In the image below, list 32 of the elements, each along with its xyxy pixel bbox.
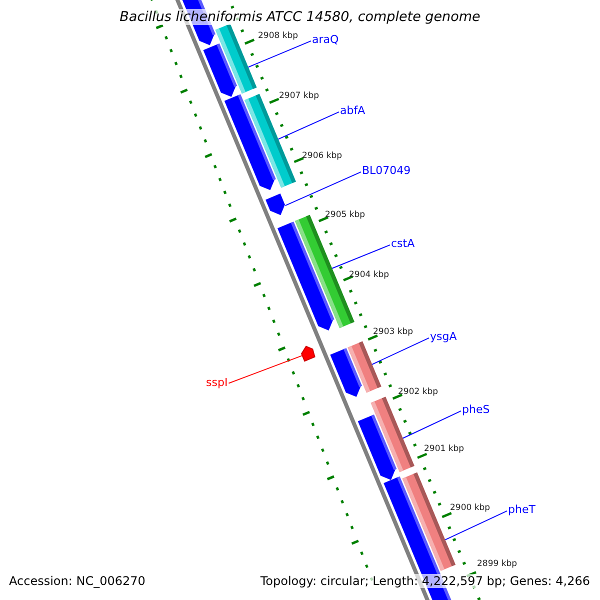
gene-label: BL07049 [362, 164, 411, 178]
scale-label: 2907 kbp [279, 91, 320, 102]
info-text: Topology: circular; Length: 4,222,597 bp; Genes: 4,266 [260, 574, 590, 588]
info-text: Accession: NC_006270 [9, 574, 146, 588]
leader-line [402, 410, 462, 439]
gene-label: araQ [312, 33, 339, 46]
gene-label: ysgA [430, 330, 457, 344]
leader-line [278, 111, 340, 140]
gene-bar [348, 341, 382, 393]
scale-label: 2904 kbp [349, 270, 390, 280]
gene-label: pheT [508, 503, 536, 516]
gene-label: cstA [391, 237, 415, 250]
leader-line [332, 244, 390, 269]
scale-label: 2908 kbp [258, 31, 298, 42]
scale-label: 2901 kbp [424, 444, 464, 454]
site-marker [300, 346, 316, 362]
leader-line [444, 510, 508, 540]
gene-label: pheS [462, 403, 490, 416]
leader-line [284, 171, 362, 206]
gene-block [266, 194, 285, 216]
scale-label: 2906 kbp [302, 151, 342, 162]
scale-label: 2903 kbp [373, 327, 414, 338]
leader-line [372, 337, 430, 365]
scale-label: 2902 kbp [398, 387, 438, 398]
gene-label: sspI [206, 376, 228, 390]
leader-line [248, 40, 312, 68]
scale-label: 2899 kbp [477, 559, 518, 570]
scale-label: 2900 kbp [450, 503, 490, 514]
scale-label: 2905 kbp [325, 210, 366, 220]
title: Bacillus licheniformis ATCC 14580, complete genome [120, 9, 480, 26]
leader-line [228, 355, 303, 384]
gene-label: abfA [340, 104, 366, 118]
